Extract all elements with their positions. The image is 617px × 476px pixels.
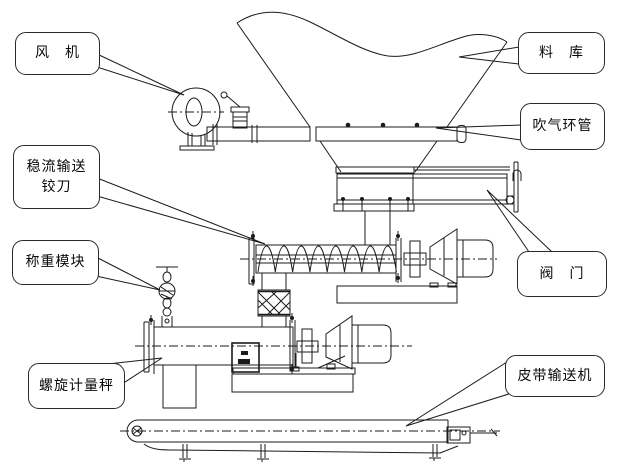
callout-silo: 料 库 [518, 32, 605, 74]
callout-belt-conveyor: 皮带输送机 [505, 355, 605, 397]
belt-conveyor-drawing [120, 419, 500, 462]
valve-outlet-duct [364, 211, 391, 245]
callout-air-ring-pipe-label: 吹气环管 [532, 118, 593, 135]
callout-screw-metering-scale-label: 螺旋计量秤 [39, 377, 114, 394]
callout-silo-label: 料 库 [539, 44, 584, 61]
callout-air-ring-pipe: 吹气环管 [520, 103, 605, 150]
steady-flow-auger-drawing [240, 228, 497, 327]
callout-leaders [95, 46, 553, 427]
screw-scale-drawing [135, 313, 412, 409]
callout-steady-flow-auger-line2: 铰刀 [41, 179, 72, 195]
callout-weighing-module-label: 称重模块 [25, 254, 86, 271]
callout-valve: 阀 门 [517, 251, 607, 297]
air-ring-pipe-drawing [206, 122, 467, 143]
callout-fan: 风 机 [15, 32, 100, 75]
weighing-module-drawing [156, 266, 178, 327]
callout-valve-label: 阀 门 [539, 265, 585, 282]
valve-drawing [333, 161, 519, 213]
callout-belt-conveyor-label: 皮带输送机 [517, 367, 593, 384]
callout-steady-flow-auger: 稳流输送 铰刀 [13, 145, 100, 209]
callout-steady-flow-auger-line1: 稳流输送 [26, 158, 87, 175]
hopper-drawing [236, 11, 522, 181]
callout-screw-metering-scale: 螺旋计量秤 [28, 363, 125, 409]
callout-weighing-module: 称重模块 [12, 240, 99, 285]
callout-fan-label: 风 机 [35, 45, 80, 62]
